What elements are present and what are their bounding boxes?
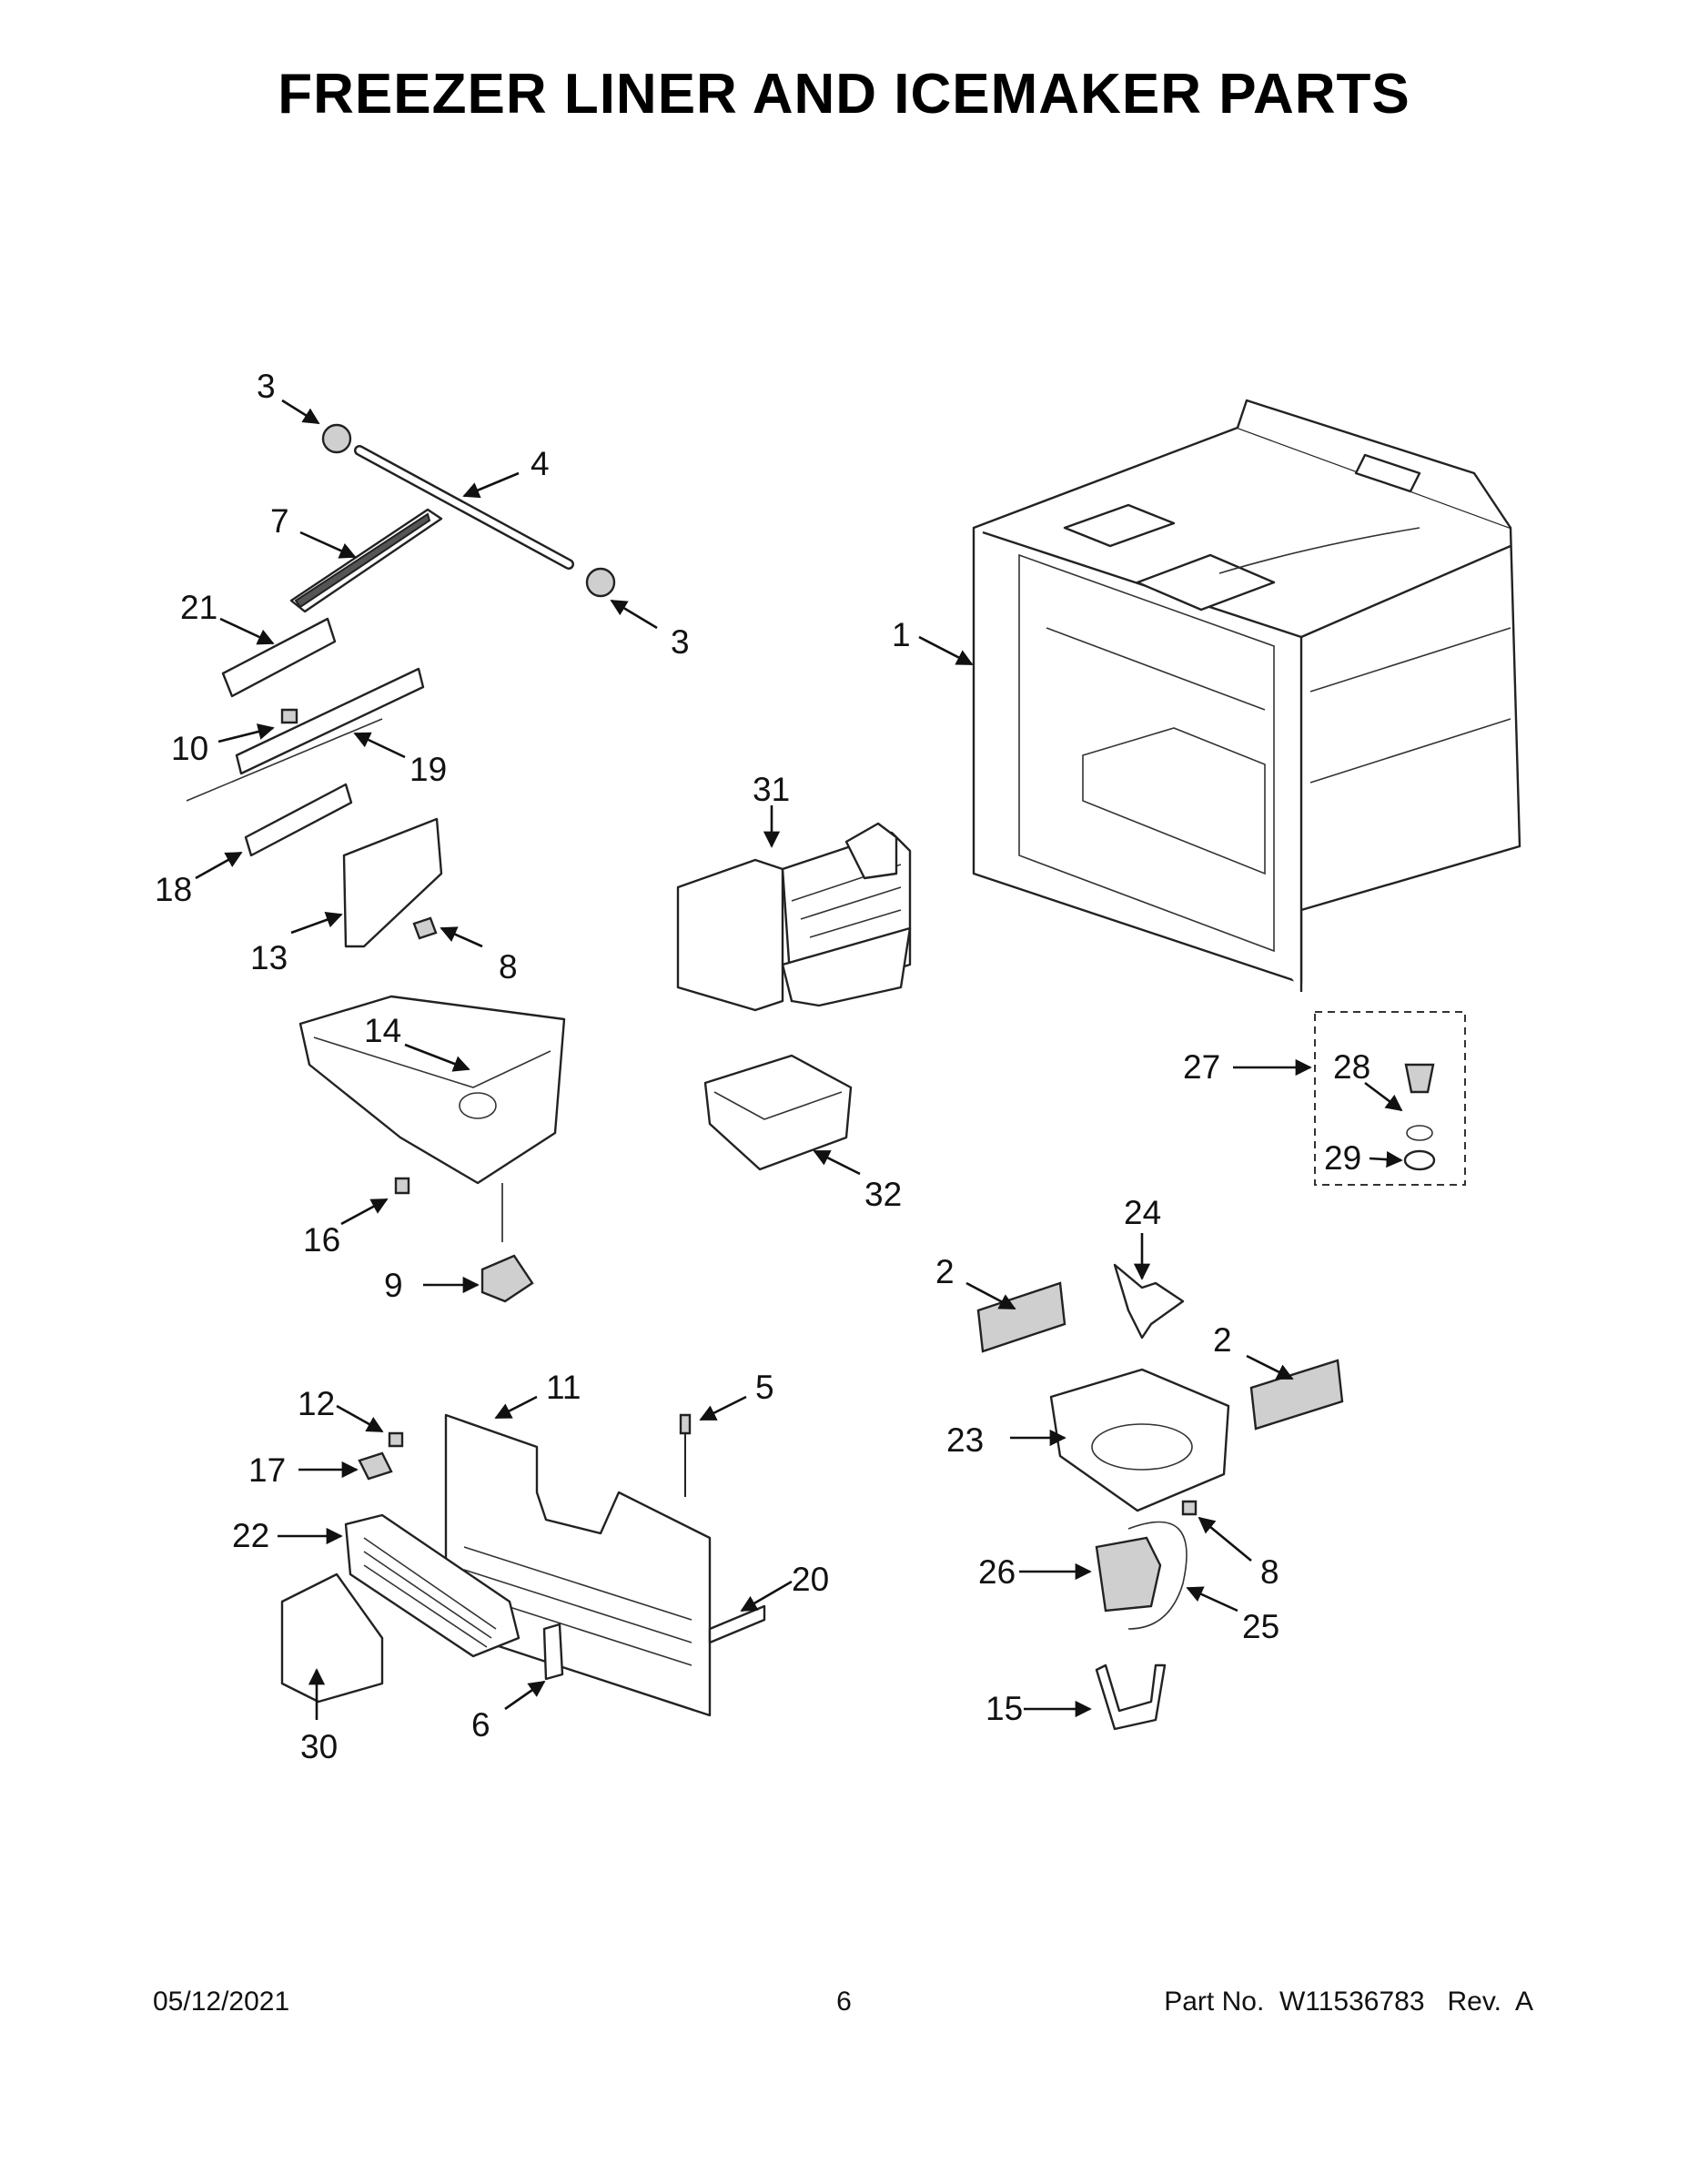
footer-part-number: Part No. W11536783 Rev. A [1164, 1987, 1533, 2017]
callout-21: 21 [180, 589, 217, 626]
callout-14: 14 [364, 1012, 401, 1049]
bracket-part [244, 783, 353, 857]
callout-32: 32 [864, 1176, 902, 1213]
clip-part [542, 1623, 564, 1681]
callout-4: 4 [531, 445, 550, 482]
callout-29: 29 [1324, 1139, 1361, 1177]
screw-12-part [388, 1431, 404, 1448]
callout-12: 12 [298, 1385, 335, 1422]
icemaker-part [676, 822, 912, 1012]
auger-shaft-assembly [321, 423, 616, 598]
callout-18: 18 [155, 871, 192, 908]
callout-3: 3 [671, 623, 690, 661]
callout-5: 5 [755, 1369, 774, 1406]
callout-10: 10 [171, 730, 208, 767]
callout-8: 8 [1260, 1553, 1279, 1591]
cover-30-part [280, 1572, 384, 1704]
fan-motor-part [1095, 1536, 1162, 1613]
motor-part [480, 1254, 534, 1303]
callout-2: 2 [935, 1253, 955, 1290]
foam-pad-part-2 [1249, 1359, 1344, 1431]
callout-31: 31 [753, 771, 790, 808]
callout-1: 1 [892, 616, 911, 653]
callout-28: 28 [1333, 1048, 1370, 1086]
callout-15: 15 [986, 1690, 1023, 1727]
ice-bucket-part [298, 995, 566, 1185]
ice-tray-part [703, 1054, 853, 1171]
motor-bracket-part [1095, 1663, 1167, 1731]
mount-bracket-part [342, 817, 443, 948]
valve-part [1404, 1063, 1435, 1094]
callout-2: 2 [1213, 1321, 1232, 1359]
callout-6: 6 [471, 1706, 490, 1744]
seal-strip-part [708, 1604, 766, 1644]
callout-19: 19 [409, 751, 447, 788]
callout-20: 20 [792, 1561, 829, 1598]
callout-9: 9 [384, 1267, 403, 1304]
foam-pad-part [976, 1281, 1066, 1353]
page-title: FREEZER LINER AND ICEMAKER PARTS [278, 63, 1410, 126]
bracket-17-part [358, 1451, 393, 1481]
callout-3: 3 [257, 368, 276, 405]
callout-13: 13 [250, 939, 288, 976]
callout-26: 26 [978, 1553, 1016, 1591]
freezer-liner-part [972, 399, 1521, 992]
callout-22: 22 [232, 1517, 269, 1554]
callout-11: 11 [546, 1369, 581, 1406]
thermistor-part [679, 1413, 692, 1435]
fan-blade-part [1113, 1263, 1185, 1340]
callout-17: 17 [248, 1451, 286, 1489]
evaporator-cover-part [444, 1413, 712, 1717]
callout-24: 24 [1124, 1194, 1161, 1231]
callout-30: 30 [300, 1728, 338, 1765]
callout-7: 7 [270, 502, 289, 540]
footer-page-number: 6 [836, 1987, 852, 2017]
screw-part [280, 708, 298, 724]
callout-16: 16 [303, 1221, 340, 1259]
footer-date: 05/12/2021 [153, 1987, 290, 2017]
fan-shroud-part [1049, 1368, 1230, 1512]
kit-group-box [1314, 1011, 1466, 1186]
slide-part [235, 667, 425, 775]
callout-8: 8 [499, 948, 518, 986]
callout-25: 25 [1242, 1608, 1279, 1645]
callout-23: 23 [946, 1421, 984, 1459]
guide-part [221, 617, 337, 698]
callout-27: 27 [1183, 1048, 1220, 1086]
